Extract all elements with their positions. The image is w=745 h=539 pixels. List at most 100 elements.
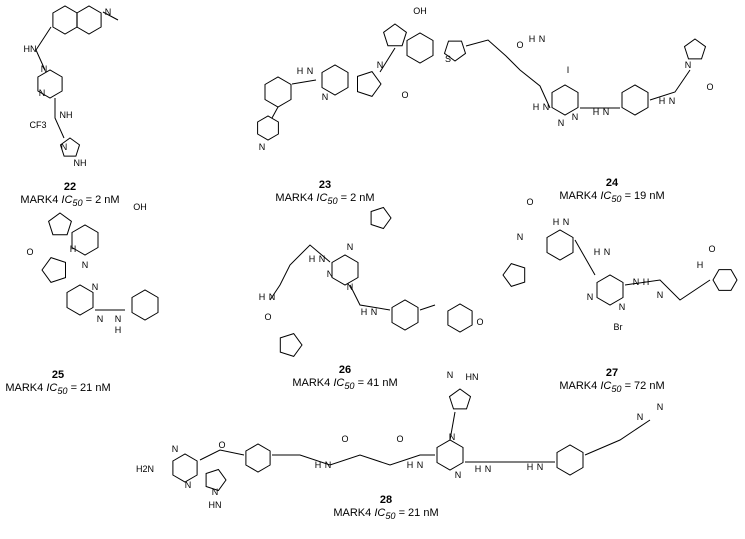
atom-label: H [309,254,316,264]
atom-label: O [708,244,715,254]
atom-label: O [26,247,33,257]
ring [59,137,81,157]
atom-label: N [97,314,104,324]
compound-24-caption: 24 MARK4 IC50 = 19 nM [532,177,692,206]
bond [465,39,551,109]
bond [272,454,435,466]
ring [370,206,392,230]
compound-number: 27 [605,367,619,379]
ring [48,212,72,236]
bond [419,304,436,311]
atom-label: O [264,312,271,322]
ring [41,257,66,283]
atom-label: N [517,232,524,242]
ring [205,468,227,492]
atom-label: N [537,462,544,472]
atom-label: N [371,307,378,317]
ring [66,284,94,316]
compound-number: 26 [338,364,352,376]
atom-label: H [361,307,368,317]
bond [574,239,596,276]
atom-label: N [212,487,219,497]
ring [76,5,102,35]
atom-label: O [476,317,483,327]
ring [357,71,382,97]
atom-label: N [185,480,192,490]
ring [391,299,419,331]
ring [443,40,467,62]
atom-label: H [70,244,77,254]
bond [649,69,691,101]
compound-number: 28 [379,494,393,506]
atom-label: N [449,432,456,442]
atom-label: N [105,7,112,17]
atom-label: N [41,64,48,74]
ring [551,84,579,116]
atom-label: N [39,88,46,98]
ring [331,254,359,286]
ring [556,444,584,476]
atom-label: N [637,412,644,422]
atom-label: N [417,460,424,470]
atom-label: H [115,325,122,335]
compound-26-caption: 26 MARK4 IC50 = 41 nM [265,364,425,393]
ring [172,453,198,483]
atom-label: OH [133,202,147,212]
atom-label: CF3 [29,120,46,130]
atom-label: H [529,34,536,44]
compound-number: 22 [63,181,77,193]
compound-number: 25 [51,369,65,381]
atom-label: N [82,260,89,270]
atom-label: N [485,464,492,474]
atom-label: N [327,269,334,279]
atom-label: N [587,292,594,302]
atom-label: H [527,462,534,472]
bond [624,279,711,301]
atom-label: O [516,40,523,50]
atom-label: S [445,54,451,64]
atom-label: O [218,440,225,450]
ring [436,439,464,471]
atom-label: N [657,290,664,300]
bond [349,284,391,311]
compound-28-caption: 28 MARK4 IC50 = 21 nM [306,494,466,523]
atom-label: N [347,242,354,252]
atom-label: O [396,434,403,444]
atom-label: N [115,314,122,324]
ring [37,69,63,99]
atom-label: I [567,65,570,75]
atom-label: NH [74,158,87,168]
atom-label: OH [413,6,427,16]
compound-25-caption: 25 MARK4 IC50 = 21 nM [0,369,138,398]
atom-label: NH [60,110,73,120]
atom-label: N [603,107,610,117]
atom-label: HN [466,372,479,382]
atom-label: H [475,464,482,474]
compound-27-caption: 27 MARK4 IC50 = 72 nM [532,367,692,396]
ring [52,5,78,35]
ring [131,289,159,321]
ring [596,274,624,306]
ring [383,23,407,47]
atom-label: N [307,66,314,76]
atom-label: N [563,217,570,227]
bond [271,106,279,119]
ring [321,64,349,96]
ring [546,229,574,261]
atom-label: H2N [136,464,154,474]
atom-label: O [401,90,408,100]
atom-label: O [706,82,713,92]
atom-label: HN [24,44,37,54]
compound-22-caption: 22 MARK4 IC50 = 2 nM [0,181,150,210]
compound-number: 24 [605,177,619,189]
ring [279,333,303,357]
atom-label: H [593,107,600,117]
ring [245,443,271,473]
bond [54,98,65,139]
atom-label: N [172,444,179,454]
atom-label: H [643,277,650,287]
atom-label: O [526,197,533,207]
ring [264,76,292,108]
compound-23-caption: 23 MARK4 IC50 = 2 nM [245,179,405,208]
atom-label: N [539,34,546,44]
